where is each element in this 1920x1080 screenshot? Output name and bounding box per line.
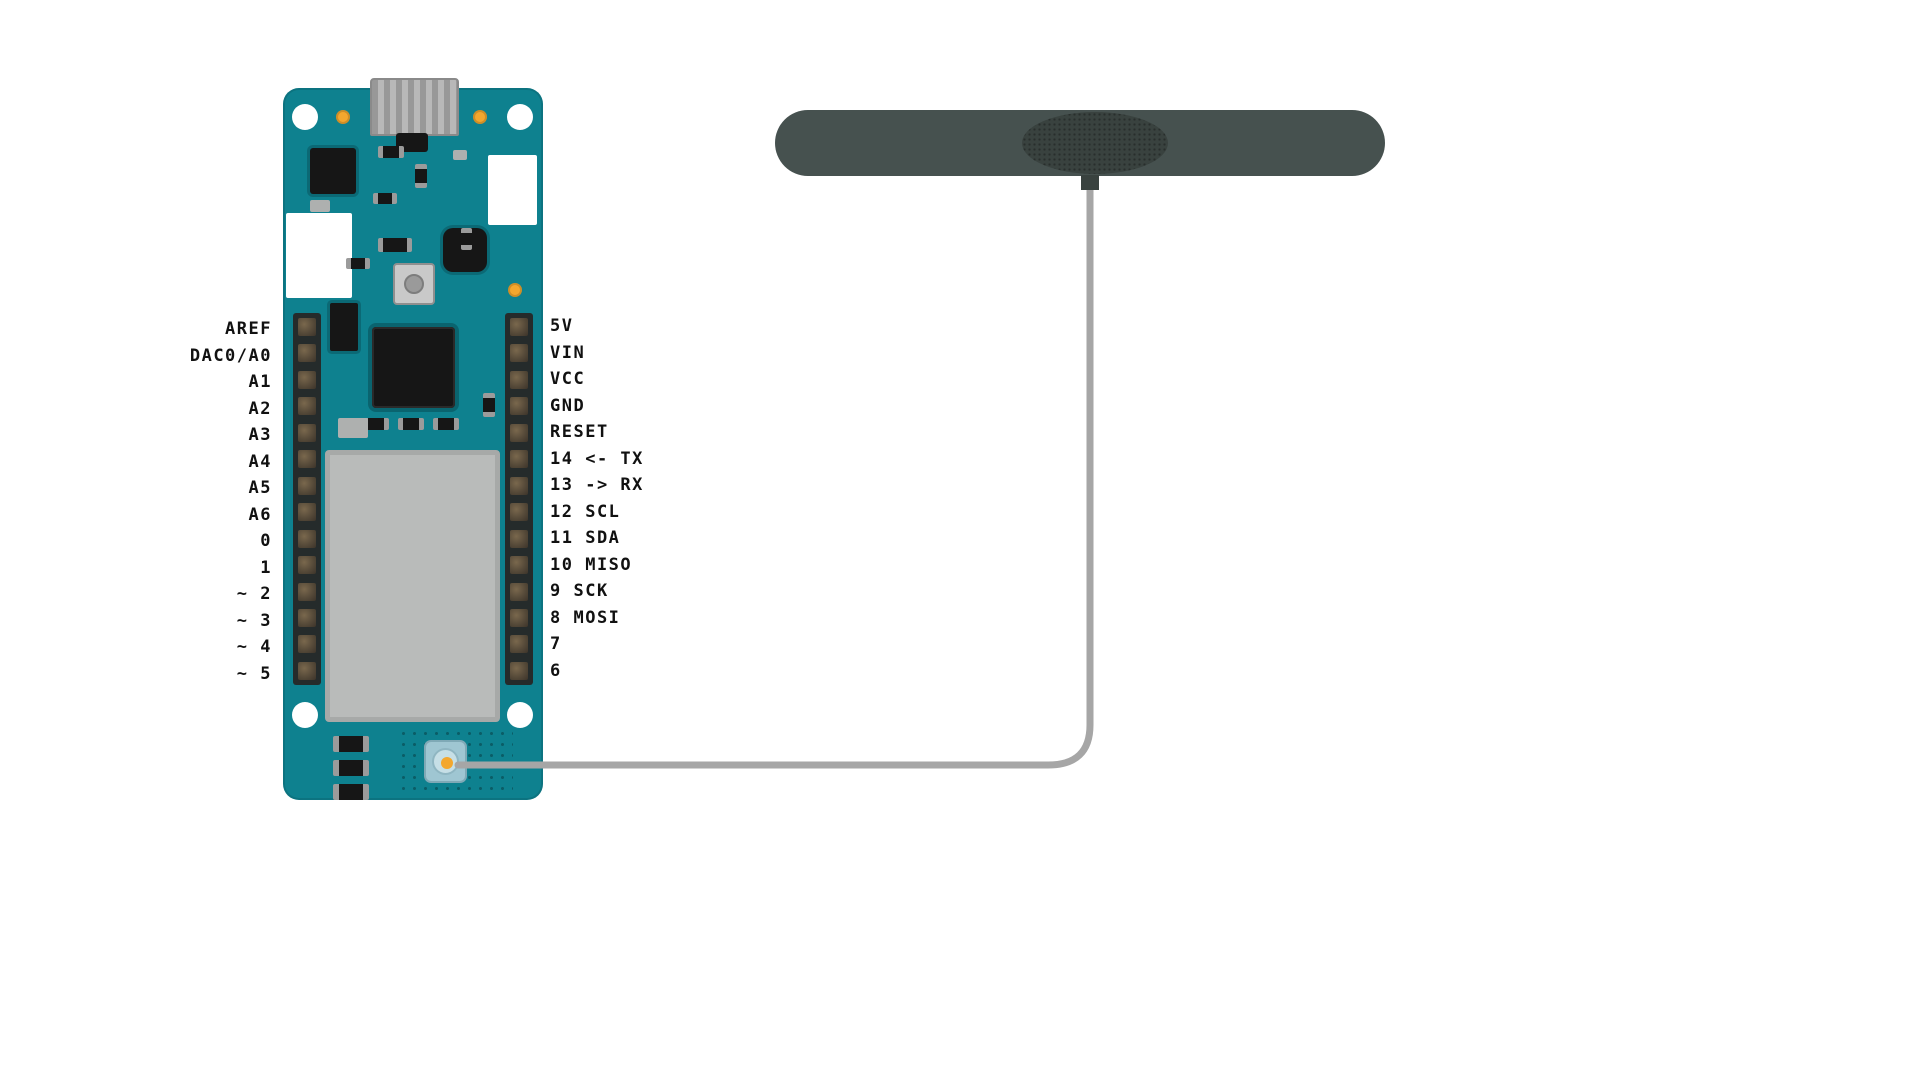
gold-pad — [508, 283, 522, 297]
crypto-chip — [310, 148, 356, 194]
pin-pad — [298, 503, 316, 522]
passive-component — [333, 784, 369, 800]
pin-label: A1 — [248, 372, 272, 392]
pin-pad — [510, 397, 528, 416]
pin-label: A5 — [248, 478, 272, 498]
pin-pad — [510, 529, 528, 548]
pin-pad — [298, 423, 316, 442]
passive-component — [333, 736, 369, 752]
pin-label: 5V — [550, 316, 574, 336]
pin-pad — [510, 582, 528, 601]
pin-pad — [298, 635, 316, 654]
pin-pad — [298, 318, 316, 336]
pin-label: ~ 3 — [236, 610, 272, 631]
right-pin-header — [505, 313, 533, 685]
right-pin-labels: 5V VIN VCC GND RESET 14 <- TX 13 -> RX 12 SCL 11… — [550, 313, 770, 684]
pin-pad — [510, 423, 528, 442]
antenna-stem — [1081, 175, 1099, 190]
pin-label: A3 — [248, 425, 272, 445]
pin-label: RESET — [550, 422, 609, 442]
pin-label: 10 MISO — [550, 554, 633, 575]
pin-pad — [510, 370, 528, 389]
usb-base-component — [396, 133, 428, 152]
silkscreen-box — [286, 213, 352, 298]
pin-pad — [510, 608, 528, 627]
pin-pad — [298, 556, 316, 575]
pin-pad — [510, 344, 528, 363]
pin-pad — [298, 450, 316, 469]
pin-pad — [298, 608, 316, 627]
pin-label: ~ 5 — [236, 663, 272, 684]
pin-pad — [298, 370, 316, 389]
gold-pad — [473, 110, 487, 124]
pin-pad — [298, 344, 316, 363]
pin-pad — [298, 661, 316, 680]
pin-pad — [510, 635, 528, 654]
pin-label: VCC — [550, 369, 586, 389]
silkscreen-box — [488, 155, 537, 225]
pin-pad — [298, 529, 316, 548]
pin-label: 13 -> RX — [550, 475, 644, 495]
pin-label: 0 — [260, 531, 272, 551]
pin-pad — [510, 476, 528, 495]
pin-label: A6 — [248, 504, 272, 525]
pin-label: A4 — [248, 451, 272, 472]
passive-component — [483, 393, 495, 417]
pin-label: 6 — [550, 660, 562, 681]
usb-connector — [370, 78, 459, 136]
pin-label: 8 MOSI — [550, 607, 621, 628]
passive-component — [338, 418, 368, 438]
mounting-hole — [507, 702, 533, 728]
passive-component — [461, 228, 472, 250]
passive-component — [433, 418, 459, 430]
pin-pad — [298, 476, 316, 495]
pin-pad — [510, 503, 528, 522]
pin-pad — [510, 318, 528, 336]
pin-label: 11 SDA — [550, 528, 621, 548]
passive-component — [378, 146, 404, 158]
passive-component — [333, 760, 369, 776]
pin-label: DAC0/A0 — [189, 345, 272, 366]
pin-pad — [510, 556, 528, 575]
pin-label: 7 — [550, 634, 562, 654]
pin-pad — [510, 450, 528, 469]
pin-pad — [510, 661, 528, 680]
pin-label: ~ 2 — [236, 584, 272, 604]
pin-pad — [298, 582, 316, 601]
reset-button — [393, 263, 435, 305]
passive-component — [363, 418, 389, 430]
gold-pad — [336, 110, 350, 124]
passive-component — [346, 258, 370, 269]
passive-component — [415, 164, 427, 188]
passive-component — [373, 193, 397, 204]
crystal-oscillator — [310, 200, 330, 212]
radio-module-shield — [325, 450, 500, 722]
pin-label: A2 — [248, 398, 272, 419]
gsm-antenna — [775, 110, 1385, 176]
pin-label: 12 SCL — [550, 501, 621, 522]
passive-component — [453, 150, 467, 160]
ufl-antenna-connector — [424, 740, 467, 783]
pin-label: 1 — [260, 557, 272, 578]
regulator-chip — [330, 303, 358, 351]
pin-label: ~ 4 — [236, 637, 272, 657]
mounting-hole — [507, 104, 533, 130]
pin-label: 14 <- TX — [550, 448, 644, 469]
passive-component — [378, 238, 412, 252]
passive-component — [398, 418, 424, 430]
pin-label: AREF — [225, 319, 272, 339]
pin-label: GND — [550, 395, 586, 416]
arduino-mkr-board — [283, 78, 543, 800]
mounting-hole — [292, 702, 318, 728]
mounting-hole — [292, 104, 318, 130]
pin-pad — [298, 397, 316, 416]
microcontroller-chip — [372, 327, 455, 408]
ufl-connector-center — [441, 757, 453, 769]
pin-label: VIN — [550, 342, 586, 363]
antenna-mount-oval — [1022, 112, 1168, 174]
left-pin-header — [293, 313, 321, 685]
pin-label: 9 SCK — [550, 581, 609, 601]
